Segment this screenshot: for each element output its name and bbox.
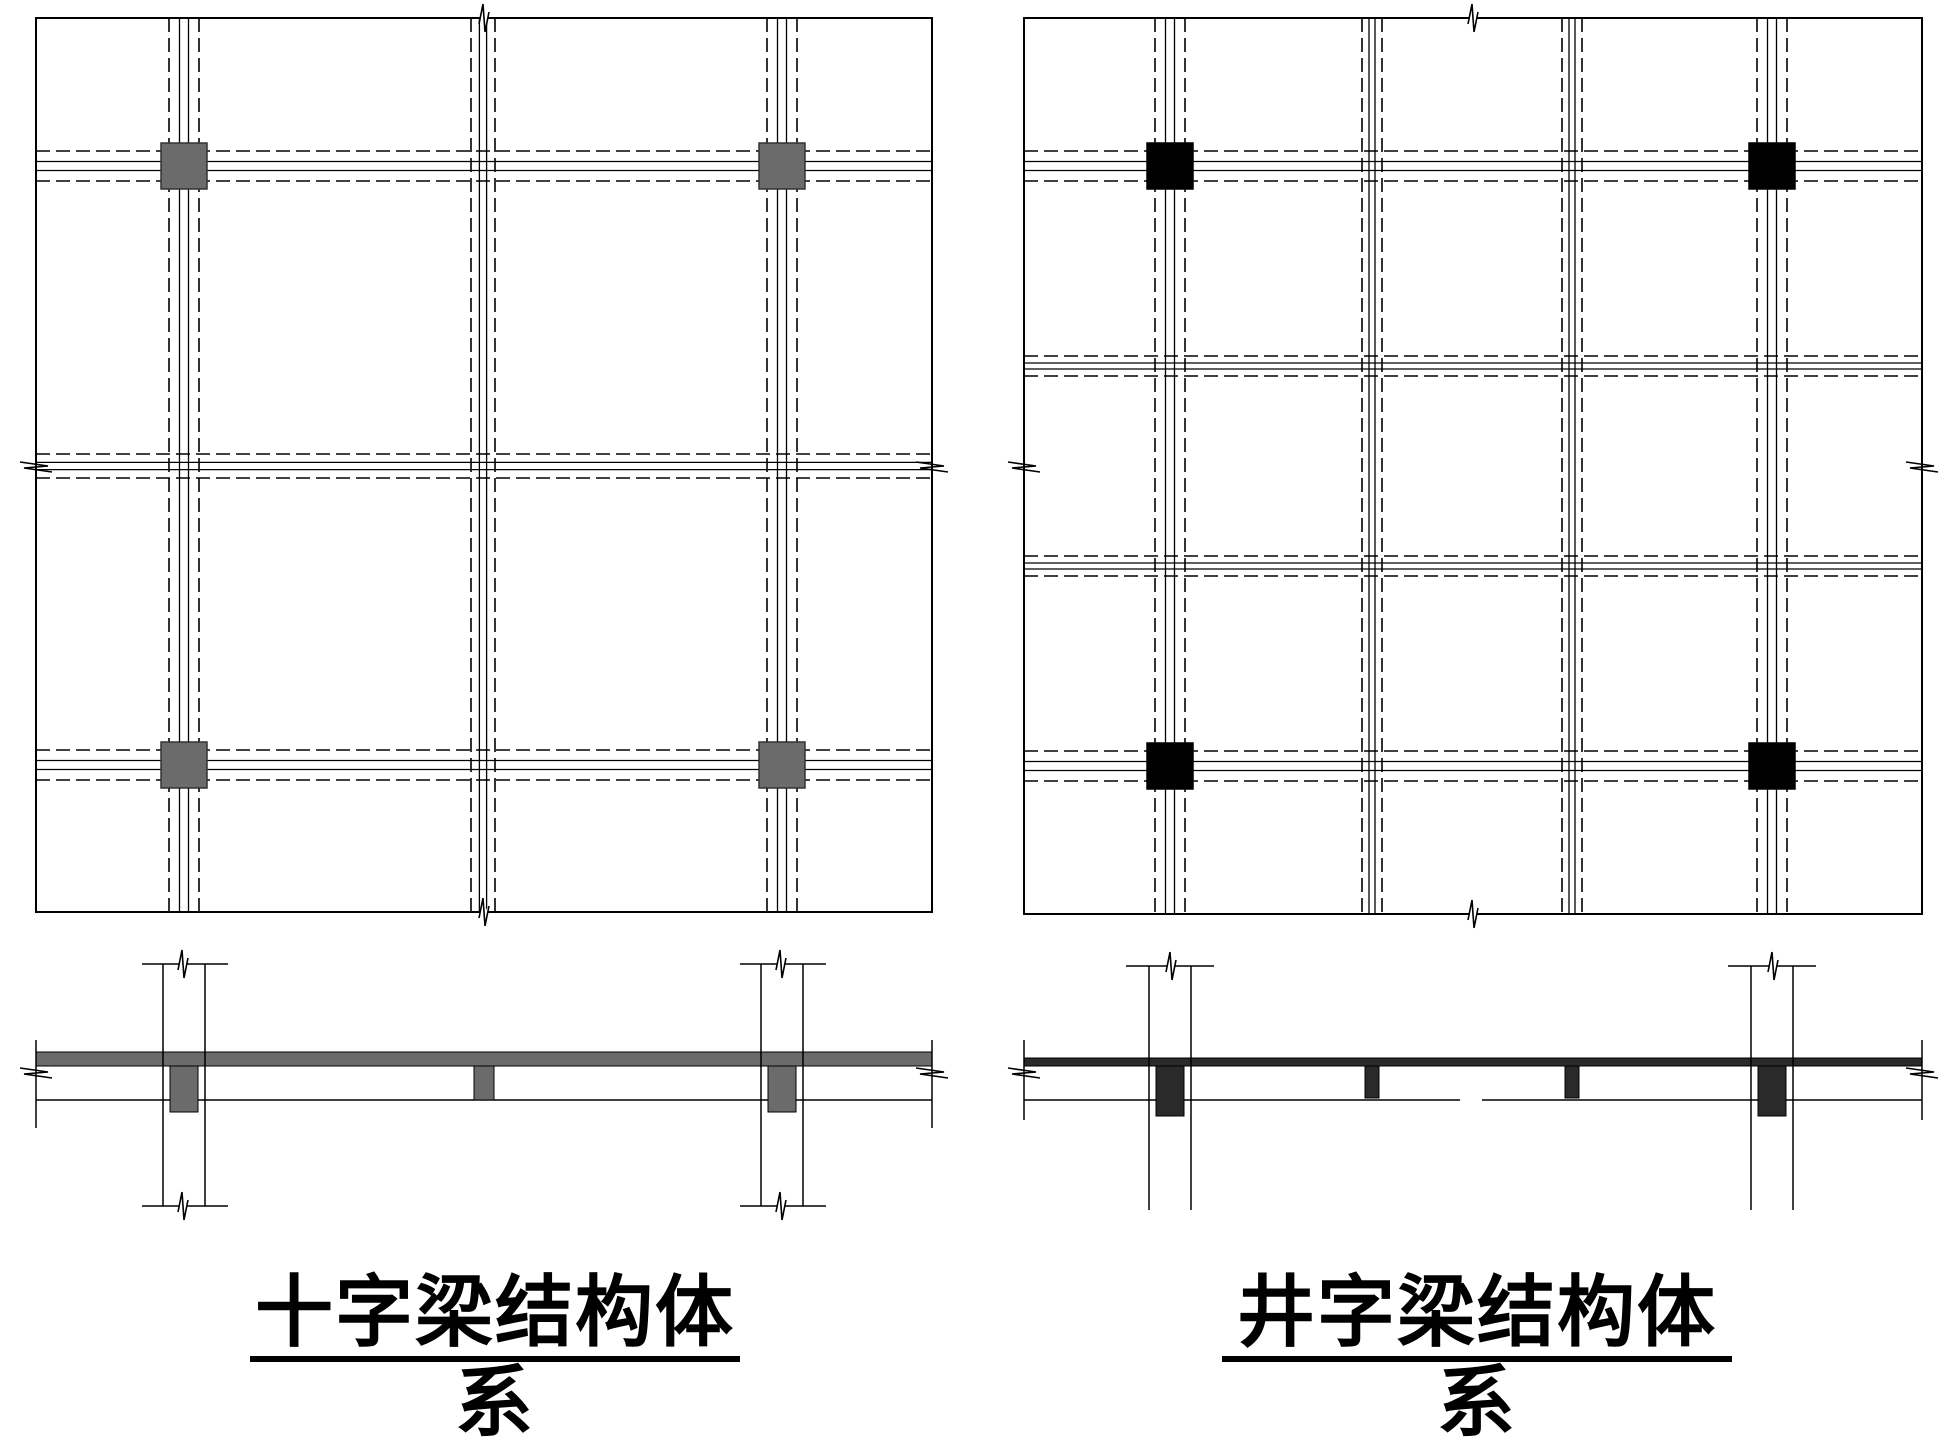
slab-section [35, 1051, 933, 1067]
column-1-0 [1748, 142, 1796, 190]
col-break-top-1 [775, 949, 787, 979]
column-0-0 [1146, 142, 1194, 190]
break-mark-bottom [478, 897, 490, 927]
col-break-top-0 [177, 949, 189, 979]
section-break-right [915, 1067, 949, 1079]
column-0-0 [160, 142, 208, 190]
break-mark-left [1007, 461, 1041, 473]
well-beam-caption: 井字梁结构体系 [1236, 1268, 1717, 1448]
cross-beam-section [19, 949, 949, 1221]
diagram-canvas [19, 3, 1939, 1221]
main-beam-section-1 [1757, 1065, 1787, 1117]
break-mark-right [1905, 461, 1939, 473]
main-beam-section-0 [169, 1065, 199, 1113]
section-break-left [19, 1067, 53, 1079]
column-1-1 [758, 741, 806, 789]
well-beam-section [1007, 951, 1939, 1210]
col-break-top-1 [1767, 951, 1779, 981]
well-beam-caption-underline [1222, 1356, 1732, 1362]
break-mark-left [19, 461, 53, 473]
column-0-1 [1146, 742, 1194, 790]
slab-section [1023, 1057, 1923, 1067]
grid-beam-section-1 [1564, 1065, 1580, 1099]
section-break-left [1007, 1067, 1041, 1079]
section-break-right [1905, 1067, 1939, 1079]
secondary-beam-section [473, 1065, 495, 1101]
break-mark-right [915, 461, 949, 473]
cross-beam-plan [19, 3, 949, 927]
main-beam-section-1 [767, 1065, 797, 1113]
col-break-bottom-0 [177, 1191, 189, 1221]
cross-beam-caption: 十字梁结构体系 [254, 1268, 735, 1448]
column-1-0 [758, 142, 806, 190]
grid-beam-section-0 [1364, 1065, 1380, 1099]
cross-beam-caption-underline [250, 1356, 740, 1362]
break-mark-bottom [1467, 899, 1479, 929]
main-beam-section-0 [1155, 1065, 1185, 1117]
col-break-bottom-1 [775, 1191, 787, 1221]
break-mark-top [1467, 3, 1479, 33]
break-mark-top [478, 3, 490, 33]
col-break-top-0 [1165, 951, 1177, 981]
column-1-1 [1748, 742, 1796, 790]
well-beam-plan [1007, 3, 1939, 929]
column-0-1 [160, 741, 208, 789]
